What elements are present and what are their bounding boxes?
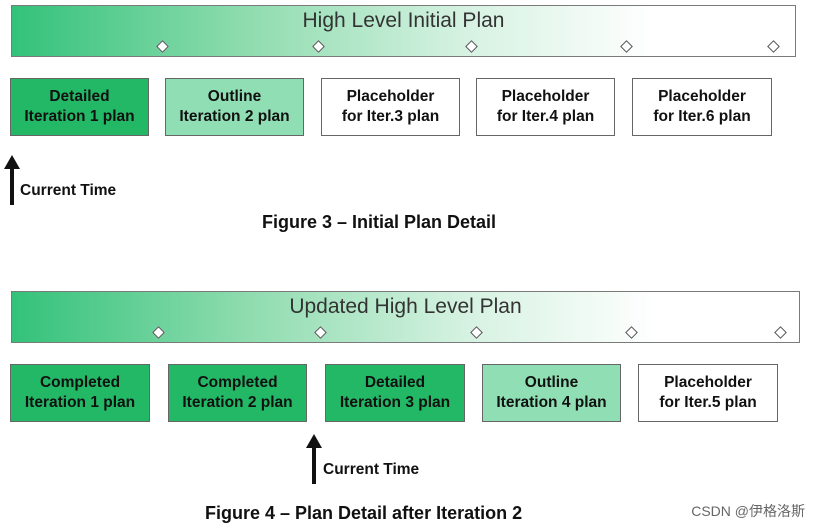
- plan-box-label: Placeholder for Iter.5 plan: [659, 374, 757, 411]
- milestone-diamond: [767, 40, 780, 53]
- current-time-arrow: [306, 434, 322, 484]
- milestone-diamond: [625, 326, 638, 339]
- outline-iteration-4-box: Outline Iteration 4 plan: [482, 364, 621, 422]
- watermark: CSDN @伊格洛斯: [691, 503, 805, 519]
- plan-box-label: Placeholder for Iter.3 plan: [341, 88, 440, 125]
- milestone-diamond: [152, 326, 165, 339]
- plan-box-label: Outline Iteration 2 plan: [179, 88, 290, 125]
- milestone-diamond: [470, 326, 483, 339]
- current-time-arrow: [4, 155, 20, 205]
- plan-box-label: Placeholder for Iter.4 plan: [496, 88, 595, 125]
- placeholder-iteration-5-box: Placeholder for Iter.5 plan: [638, 364, 778, 422]
- plan-box-label: Completed Iteration 1 plan: [24, 374, 136, 411]
- current-time-label: Current Time: [20, 182, 117, 199]
- milestone-diamond: [465, 40, 478, 53]
- milestone-diamond: [312, 40, 325, 53]
- updated-plan-band-title: Updated High Level Plan: [289, 295, 522, 318]
- plan-box-label: Detailed Iteration 1 plan: [24, 88, 135, 125]
- iteration-3-plan-box: Placeholder for Iter.3 plan: [321, 78, 460, 136]
- completed-iteration-2-box: Completed Iteration 2 plan: [168, 364, 307, 422]
- milestone-diamond: [314, 326, 327, 339]
- completed-iteration-1-box: Completed Iteration 1 plan: [10, 364, 150, 422]
- updated-plan-band: Updated High Level Plan: [11, 291, 800, 343]
- milestone-diamond: [620, 40, 633, 53]
- iteration-1-plan-box: Detailed Iteration 1 plan: [10, 78, 149, 136]
- milestone-diamond: [156, 40, 169, 53]
- iteration-2-plan-box: Outline Iteration 2 plan: [165, 78, 304, 136]
- figure-3-caption: Figure 3 – Initial Plan Detail: [262, 212, 497, 232]
- plan-box-label: Outline Iteration 4 plan: [496, 374, 607, 411]
- current-time-label: Current Time: [323, 461, 420, 478]
- plan-box-label: Completed Iteration 2 plan: [182, 374, 293, 411]
- initial-plan-band: High Level Initial Plan: [11, 5, 796, 57]
- detailed-iteration-3-box: Detailed Iteration 3 plan: [325, 364, 465, 422]
- milestone-diamond: [774, 326, 787, 339]
- plan-box-label: Detailed Iteration 3 plan: [339, 374, 451, 411]
- plan-box-label: Placeholder for Iter.6 plan: [653, 88, 751, 125]
- initial-plan-band-title: High Level Initial Plan: [302, 9, 505, 32]
- figure-4-caption: Figure 4 – Plan Detail after Iteration 2: [205, 503, 523, 523]
- iteration-6-plan-box: Placeholder for Iter.6 plan: [632, 78, 772, 136]
- iteration-4-plan-box: Placeholder for Iter.4 plan: [476, 78, 615, 136]
